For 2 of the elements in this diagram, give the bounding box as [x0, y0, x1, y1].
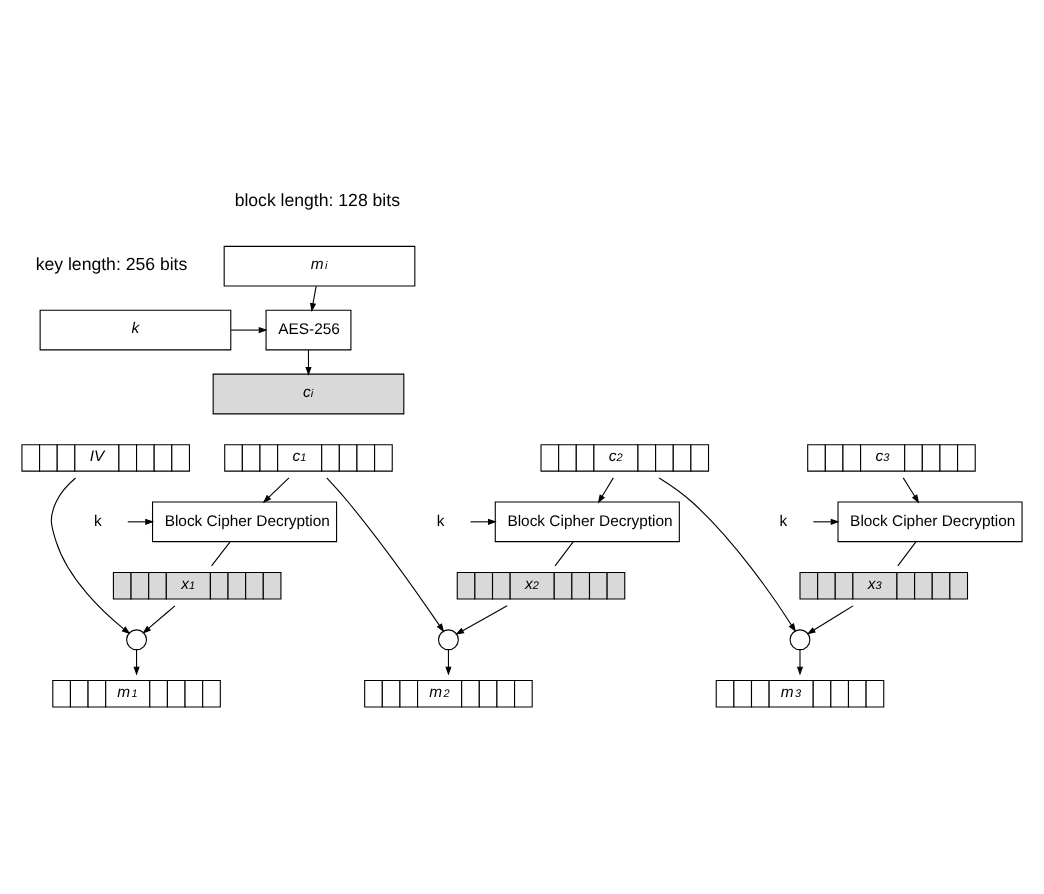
- label: key length: 256 bits: [35, 253, 188, 274]
- label: block length: 128 bits: [234, 189, 400, 210]
